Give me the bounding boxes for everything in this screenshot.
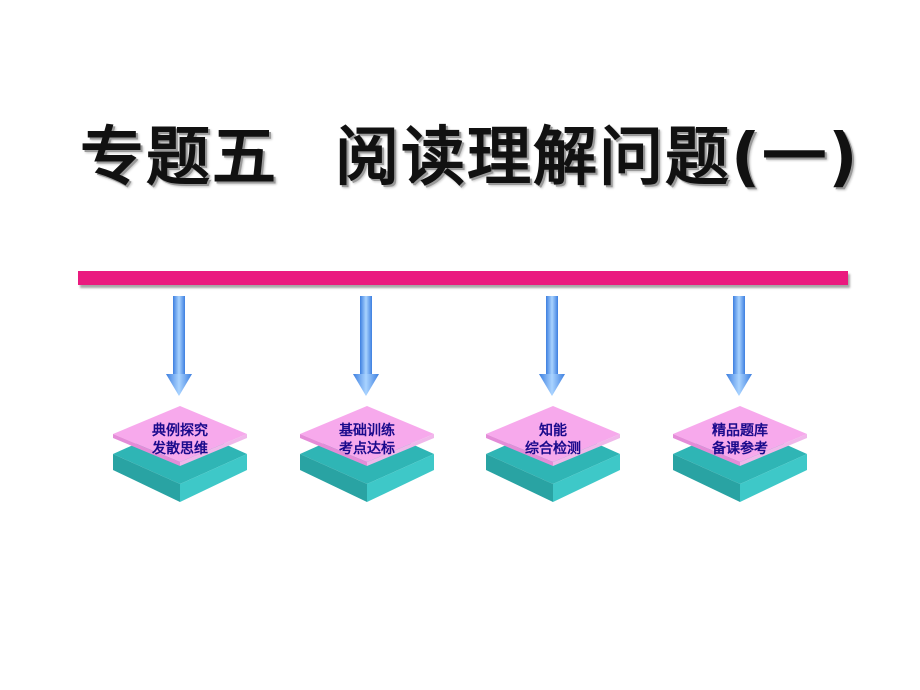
nav-node-label-line2: 备课参考 — [712, 441, 768, 457]
nav-node-label-line1: 知能 — [539, 423, 567, 439]
nav-node-question-bank[interactable]: 精品题库 备课参考 — [670, 296, 810, 516]
diamond-stack-icon — [113, 406, 247, 502]
nav-node-label-line1: 精品题库 — [712, 423, 768, 439]
down-arrow-icon — [726, 296, 752, 396]
nav-node-label-line2: 考点达标 — [339, 441, 395, 457]
down-arrow-icon — [539, 296, 565, 396]
diamond-stack-icon — [300, 406, 434, 502]
divider-bar — [78, 271, 848, 285]
nav-node-comprehensive-test[interactable]: 知能 综合检测 — [483, 296, 623, 516]
nav-node-label-line1: 典例探究 — [152, 423, 208, 439]
page-title: 专题五 阅读理解问题(一) — [0, 118, 920, 198]
down-arrow-icon — [166, 296, 192, 396]
nav-node-label-line1: 基础训练 — [339, 423, 395, 439]
down-arrow-icon — [353, 296, 379, 396]
nav-node-examples[interactable]: 典例探究 发散思维 — [110, 296, 250, 516]
nav-node-label-line2: 发散思维 — [152, 441, 208, 457]
nav-node-label-line2: 综合检测 — [525, 441, 581, 457]
title-topic-number: 专题五 — [80, 121, 278, 195]
diamond-stack-icon — [673, 406, 807, 502]
nav-node-basic-training[interactable]: 基础训练 考点达标 — [297, 296, 437, 516]
title-topic-name: 阅读理解问题(一) — [335, 121, 860, 195]
diamond-stack-icon — [486, 406, 620, 502]
